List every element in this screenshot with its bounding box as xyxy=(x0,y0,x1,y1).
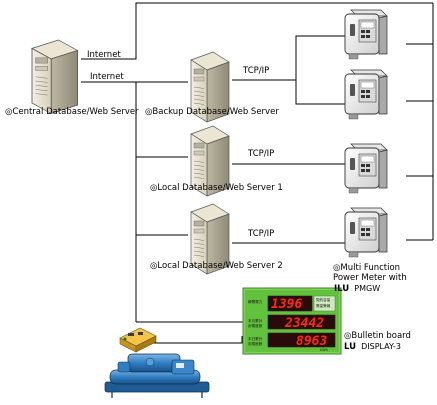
board-label-line1: ◎Bulletin board xyxy=(344,331,411,341)
board-unit: kWh xyxy=(320,348,328,352)
chiller-link xyxy=(150,336,243,344)
power-meter-2-icon xyxy=(344,69,388,120)
central-server-label: ◎Central Database/Web Server xyxy=(5,107,139,117)
local-server-1-label: ◎Local Database/Web Server 1 xyxy=(150,183,283,193)
local-server-2-label: ◎Local Database/Web Server 2 xyxy=(150,261,283,271)
power-meter-4-icon xyxy=(344,207,388,258)
meter-label-model: ILU PMGW xyxy=(334,276,380,295)
tcpip-label-3: TCP/IP xyxy=(247,229,274,239)
central-server-icon xyxy=(31,39,79,114)
tcpip-label-1: TCP/IP xyxy=(242,66,269,76)
meter-label-line2: Power Meter with xyxy=(333,273,407,283)
board-row3-value: 8963 xyxy=(296,334,327,349)
board-label-model: LU DISPLAY-3 xyxy=(344,334,401,353)
internet-link-top xyxy=(81,2,433,60)
board-row3-label-b: 用電度數 xyxy=(248,341,263,346)
bulletin-board: 瞬間電力 本月累計 用電度數 本日累計 用電度數 1396 23442 8963… xyxy=(242,287,342,355)
power-meter-3-icon xyxy=(344,143,388,194)
board-row1-label-a: 瞬間電力 xyxy=(248,299,263,304)
controller-module-icon xyxy=(119,327,157,353)
board-row2-value: 23442 xyxy=(284,316,324,331)
board-row2-label-a: 本月累計 xyxy=(248,318,263,323)
power-meter-1-icon xyxy=(344,9,388,60)
meter-label-line1: ◎Multi Function xyxy=(333,263,400,273)
backup-server-label: ◎Backup Database/Web Server xyxy=(145,107,279,117)
network-links xyxy=(81,2,434,344)
chiller-unit-icon xyxy=(104,353,210,398)
board-row3-label-a: 本日累計 xyxy=(248,336,263,341)
board-row1-value: 1396 xyxy=(271,297,302,312)
board-tag-a: 契約容量 xyxy=(316,297,331,302)
internet-label-top: Internet xyxy=(87,50,121,60)
internet-label-backup: Internet xyxy=(90,72,124,82)
board-row2-label-b: 用電度數 xyxy=(248,323,263,328)
board-tag-b: 需量警報 xyxy=(316,303,331,308)
tcpip-label-2: TCP/IP xyxy=(247,149,274,159)
